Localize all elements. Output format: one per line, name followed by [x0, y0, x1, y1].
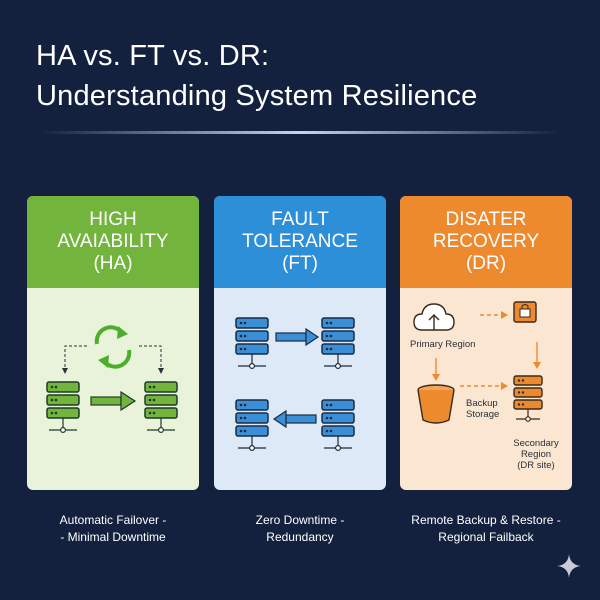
ft-diagram	[214, 288, 386, 490]
ha-card-heading: HIGH AVAIABILITY (HA)	[27, 196, 199, 288]
ha-heading-line-2: AVAIABILITY	[57, 231, 169, 252]
dr-card: DISATER RECOVERY (DR)	[400, 196, 572, 490]
backup-label-line-1: Backup	[466, 398, 498, 409]
ha-caption-line-1: Automatic Failover -	[59, 513, 167, 527]
server-stack-icon	[145, 382, 177, 432]
ha-caption: Automatic Failover - - Minimal Downtime	[18, 512, 208, 546]
cloud-upload-icon	[413, 303, 455, 331]
backup-storage-label: Backup Storage	[466, 398, 499, 420]
dr-diagram: Primary Region Backup Storage Secondary …	[400, 288, 572, 490]
ha-caption-line-2: - Minimal Downtime	[60, 530, 166, 544]
sync-arrows-icon	[94, 325, 132, 369]
ft-heading-line-2: TOLERANCE	[242, 231, 358, 252]
ft-heading-line-3: (FT)	[282, 253, 318, 274]
title-line-2: Understanding System Resilience	[36, 80, 478, 112]
dr-caption-line-2: Regional Failback	[438, 530, 534, 544]
arrow-left-icon	[272, 409, 317, 429]
ft-caption: Zero Downtime - Redundancy	[205, 512, 395, 546]
dr-caption-line-1: Remote Backup & Restore -	[411, 513, 561, 527]
dr-caption: Remote Backup & Restore - Regional Failb…	[391, 512, 581, 546]
server-stack-icon	[513, 375, 543, 422]
dr-card-heading: DISATER RECOVERY (DR)	[400, 196, 572, 288]
secondary-region-label: Secondary Region (DR site)	[506, 438, 566, 471]
secondary-label-line-3: (DR site)	[517, 460, 555, 471]
ha-heading-line-1: HIGH	[89, 209, 137, 230]
ft-card-heading: FAULT TOLERANCE (FT)	[214, 196, 386, 288]
primary-region-label: Primary Region	[410, 339, 476, 350]
backup-label-line-2: Storage	[466, 409, 500, 420]
server-stack-icon	[236, 318, 268, 368]
dr-heading-line-3: (DR)	[465, 253, 507, 274]
ft-caption-line-2: Redundancy	[266, 530, 334, 544]
arrow-right-icon	[275, 327, 320, 347]
ha-card: HIGH AVAIABILITY (HA)	[27, 196, 199, 490]
server-stack-icon	[322, 318, 354, 368]
lock-icon	[513, 301, 537, 323]
server-stack-icon	[322, 400, 354, 450]
secondary-label-line-1: Secondary	[513, 438, 559, 449]
ft-heading-line-1: FAULT	[271, 209, 329, 230]
sparkle-icon	[557, 554, 581, 578]
ft-caption-line-1: Zero Downtime -	[255, 513, 345, 527]
server-stack-icon	[236, 400, 268, 450]
server-stack-icon	[47, 382, 79, 432]
page-title: HA vs. FT vs. DR: Understanding System R…	[36, 36, 576, 116]
title-divider	[40, 131, 560, 134]
ft-card: FAULT TOLERANCE (FT)	[214, 196, 386, 490]
dr-heading-line-2: RECOVERY	[432, 231, 540, 252]
title-line-1: HA vs. FT vs. DR:	[36, 40, 270, 72]
ha-heading-line-3: (HA)	[93, 253, 133, 274]
dr-heading-line-1: DISATER	[445, 209, 527, 230]
ha-diagram	[27, 288, 199, 490]
secondary-label-line-2: Region	[520, 449, 552, 460]
bucket-icon	[417, 384, 455, 424]
arrow-right-icon	[90, 390, 137, 412]
